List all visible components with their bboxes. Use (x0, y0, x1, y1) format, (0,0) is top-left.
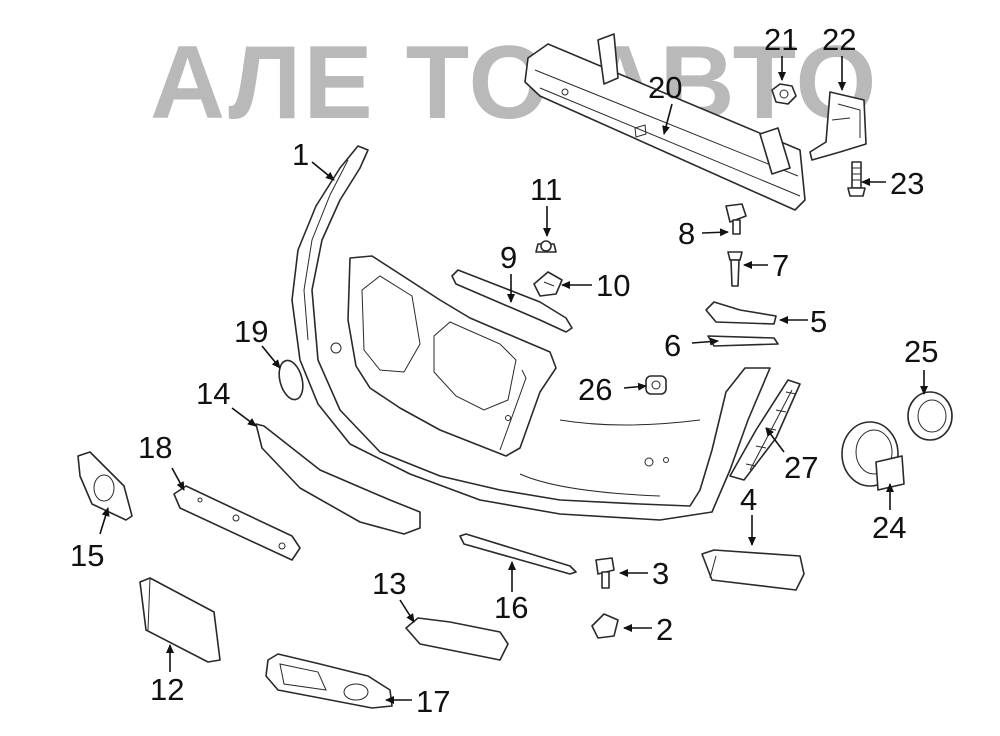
callout-2: 2 (656, 612, 673, 647)
leader-26 (623, 382, 647, 391)
callout-labels: 1 2 3 4 5 6 7 8 9 10 11 12 13 14 15 16 1… (70, 22, 938, 719)
callout-1: 1 (292, 137, 309, 172)
part-18-trim-bar (173, 485, 301, 561)
part-2-clip-nut (591, 613, 619, 639)
part-4-side-lamp (701, 549, 805, 591)
part-1-bumper-cover (291, 145, 771, 521)
leader-18 (171, 467, 185, 491)
part-22-bracket (809, 91, 867, 161)
callout-23: 23 (890, 166, 924, 201)
part-11-clip (535, 240, 557, 253)
watermark: АЛЕ ТО АВТО (150, 25, 878, 141)
leader-27 (765, 427, 785, 453)
part-19-cap (278, 359, 304, 401)
callout-13: 13 (372, 566, 406, 601)
part-26-sensor (645, 375, 667, 395)
callout-16: 16 (494, 590, 528, 625)
part-25-ring (907, 391, 953, 441)
callout-12: 12 (150, 672, 184, 707)
part-21-nut (771, 83, 797, 105)
leader-8 (701, 228, 729, 237)
callout-15: 15 (70, 538, 104, 573)
callout-9: 9 (500, 240, 517, 275)
callout-20: 20 (648, 70, 682, 105)
part-8-bolt (725, 203, 747, 235)
callout-27: 27 (784, 450, 818, 485)
callout-18: 18 (138, 430, 172, 465)
part-7-rivet (727, 251, 743, 287)
callout-19: 19 (234, 314, 268, 349)
callout-14: 14 (196, 376, 230, 411)
part-3-bolt (595, 557, 615, 589)
leader-1 (311, 161, 335, 181)
leader-6 (691, 337, 719, 346)
callout-8: 8 (678, 216, 695, 251)
callout-25: 25 (904, 334, 938, 369)
part-10-clip-nut (533, 271, 563, 297)
leader-20 (662, 103, 673, 135)
callout-22: 22 (822, 22, 856, 57)
part-14-lower-grille (255, 423, 421, 535)
leader-13 (399, 599, 415, 623)
part-16-lower-trim (459, 533, 577, 575)
callout-11: 11 (530, 172, 562, 207)
part-13-grille-insert (405, 617, 509, 661)
callout-10: 10 (596, 268, 630, 303)
leader-14 (231, 407, 257, 427)
callout-6: 6 (664, 328, 681, 363)
leader-lines (99, 56, 928, 704)
callout-26: 26 (578, 372, 612, 407)
part-24-fog-light (841, 421, 905, 491)
callout-5: 5 (810, 304, 827, 339)
leader-15 (99, 507, 110, 535)
part-23-bolt (847, 161, 866, 197)
callout-21: 21 (764, 22, 798, 57)
callout-3: 3 (652, 556, 669, 591)
part-12-plate-bracket (139, 577, 221, 663)
watermark-text: АЛЕ ТО АВТО (150, 25, 878, 141)
callout-24: 24 (872, 510, 906, 545)
part-15-fog-bezel (77, 451, 133, 521)
part-5-bracket (705, 301, 777, 325)
callout-17: 17 (416, 684, 450, 719)
part-17-bracket-frame (265, 653, 393, 709)
callout-4: 4 (740, 482, 757, 517)
leader-19 (261, 345, 281, 369)
callout-7: 7 (772, 248, 789, 283)
part-6-strip (707, 335, 779, 347)
